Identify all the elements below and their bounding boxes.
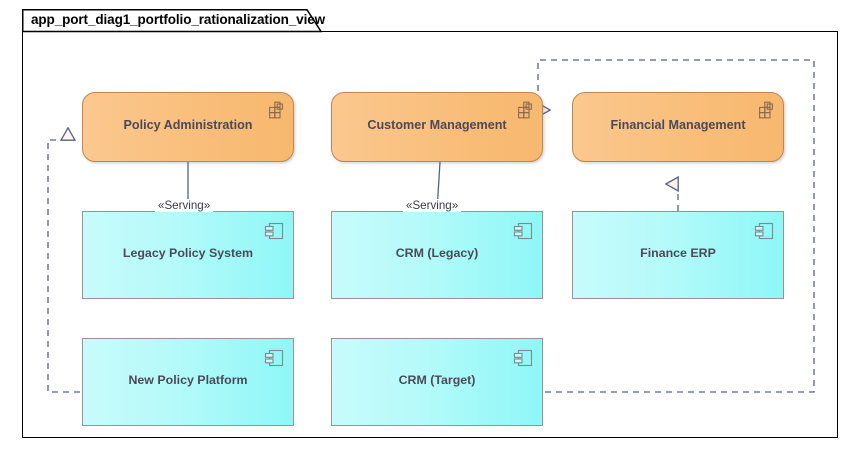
node-label: CRM (Target) bbox=[398, 372, 476, 387]
edge-label-serving-policy: «Serving» bbox=[155, 199, 214, 212]
node-crm-legacy[interactable]: CRM (Legacy) bbox=[331, 211, 543, 299]
node-crm-target[interactable]: CRM (Target) bbox=[331, 338, 543, 426]
node-label: Finance ERP bbox=[640, 245, 716, 260]
node-label: Customer Management bbox=[367, 118, 507, 133]
uml-component-icon bbox=[264, 222, 284, 240]
diagram-frame-top-edge bbox=[318, 31, 838, 32]
node-financial-management[interactable]: Financial Management bbox=[572, 92, 784, 162]
capability-grid-icon bbox=[759, 101, 773, 119]
diagram-title: app_port_diag1_portfolio_rationalization… bbox=[31, 12, 326, 27]
node-legacy-policy-system[interactable]: Legacy Policy System bbox=[82, 211, 294, 299]
node-label: New Policy Platform bbox=[128, 372, 248, 387]
uml-component-icon bbox=[513, 222, 533, 240]
capability-grid-icon bbox=[269, 101, 283, 119]
node-label: Legacy Policy System bbox=[122, 245, 254, 260]
node-policy-administration[interactable]: Policy Administration bbox=[82, 92, 294, 162]
uml-component-icon bbox=[513, 349, 533, 367]
uml-component-icon bbox=[754, 222, 774, 240]
capability-grid-icon bbox=[518, 101, 532, 119]
node-label: Policy Administration bbox=[123, 118, 253, 133]
node-finance-erp[interactable]: Finance ERP bbox=[572, 211, 784, 299]
node-customer-management[interactable]: Customer Management bbox=[331, 92, 543, 162]
edge-label-serving-crm: «Serving» bbox=[403, 199, 462, 212]
uml-component-icon bbox=[264, 349, 284, 367]
frame-tab-shape bbox=[22, 9, 322, 33]
node-label: Financial Management bbox=[610, 118, 746, 133]
node-label: CRM (Legacy) bbox=[395, 245, 479, 260]
node-new-policy-platform[interactable]: New Policy Platform bbox=[82, 338, 294, 426]
